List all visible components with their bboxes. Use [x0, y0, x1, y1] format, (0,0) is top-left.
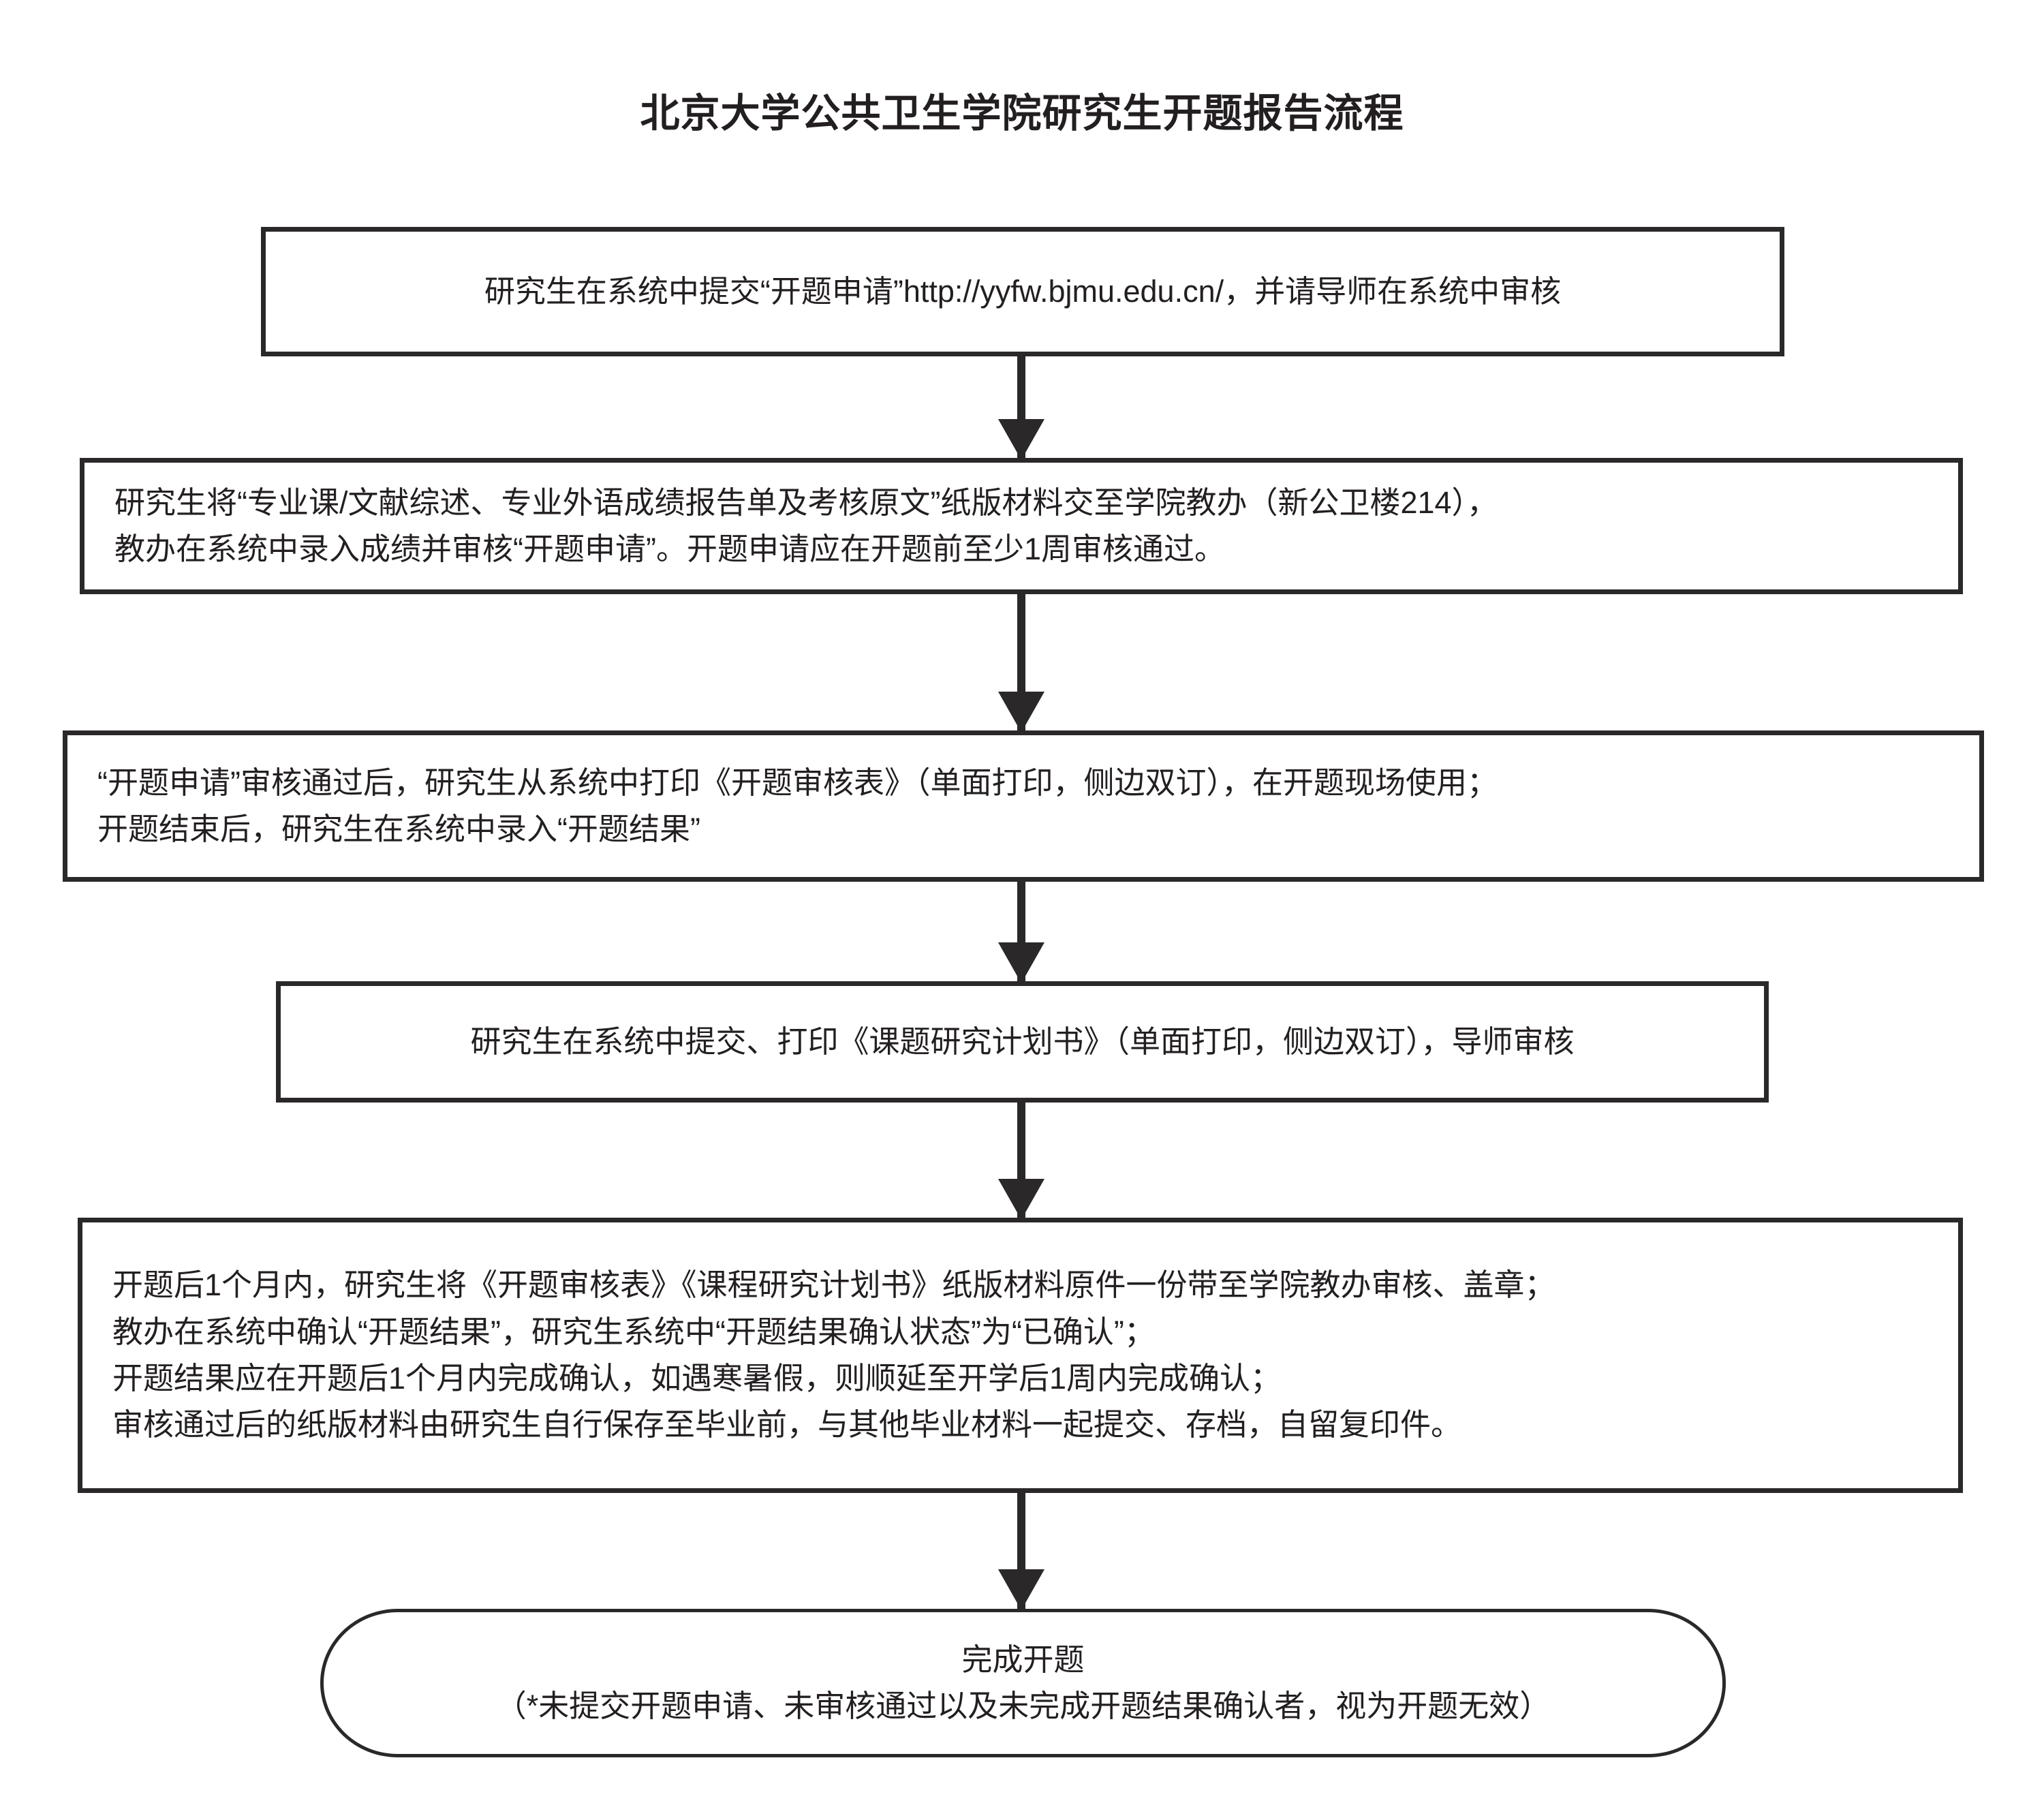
flow-node-confirm-result: 开题后1个月内，研究生将《开题审核表》《课程研究计划书》纸版材料原件一份带至学院…	[78, 1218, 1963, 1493]
flow-node-line: 教办在系统中确认“开题结果”，研究生系统中“开题结果确认状态”为“已确认”；	[112, 1314, 1155, 1349]
arrowhead-icon-1	[998, 419, 1044, 460]
flow-node-line: 研究生在系统中提交、打印《课题研究计划书》（单面打印，侧边双订），导师审核	[470, 1023, 1575, 1059]
page-title: 北京大学公共卫生学院研究生开题报告流程	[640, 91, 1404, 136]
flow-node-line: （*未提交开题申请、未审核通过以及未完成开题结果确认者，视为开题无效）	[495, 1689, 1551, 1723]
flow-node-research-plan: 研究生在系统中提交、打印《课题研究计划书》（单面打印，侧边双订），导师审核	[276, 981, 1769, 1103]
flow-node-line: 研究生将“专业课/文献综述、专业外语成绩报告单及考核原文”纸版材料交至学院教办（…	[114, 484, 1498, 520]
flow-node-line: 审核通过后的纸版材料由研究生自行保存至毕业前，与其他毕业材料一起提交、存档，自留…	[112, 1407, 1462, 1443]
flow-node-line: 教办在系统中录入成绩并审核“开题申请”。开题申请应在开题前至少1周审核通过。	[114, 531, 1226, 566]
flow-node-line: “开题申请”审核通过后，研究生从系统中打印《开题审核表》（单面打印，侧边双订），…	[97, 765, 1498, 800]
flow-node-complete-terminator: 完成开题 （*未提交开题申请、未审核通过以及未完成开题结果确认者，视为开题无效）	[320, 1609, 1726, 1757]
flow-node-line: 完成开题	[961, 1642, 1085, 1677]
arrowhead-icon-5	[998, 1569, 1044, 1610]
flow-node-submit-application: 研究生在系统中提交“开题申请”http://yyfw.bjmu.edu.cn/，…	[261, 227, 1784, 356]
flow-node-line: 开题后1个月内，研究生将《开题审核表》《课程研究计划书》纸版材料原件一份带至学院…	[112, 1267, 1555, 1303]
flow-node-print-review-form: “开题申请”审核通过后，研究生从系统中打印《开题审核表》（单面打印，侧边双订），…	[63, 730, 1984, 882]
arrowhead-icon-4	[998, 1179, 1044, 1220]
arrowhead-icon-2	[998, 692, 1044, 733]
flow-node-line: 开题结束后，研究生在系统中录入“开题结果”	[97, 812, 700, 846]
flow-node-line: 研究生在系统中提交“开题申请”http://yyfw.bjmu.edu.cn/，…	[484, 273, 1562, 309]
arrowhead-icon-3	[998, 942, 1044, 983]
flow-node-line: 开题结果应在开题后1个月内完成确认，如遇寒暑假，则顺延至开学后1周内完成确认；	[112, 1361, 1282, 1396]
flow-node-submit-materials: 研究生将“专业课/文献综述、专业外语成绩报告单及考核原文”纸版材料交至学院教办（…	[80, 458, 1963, 594]
